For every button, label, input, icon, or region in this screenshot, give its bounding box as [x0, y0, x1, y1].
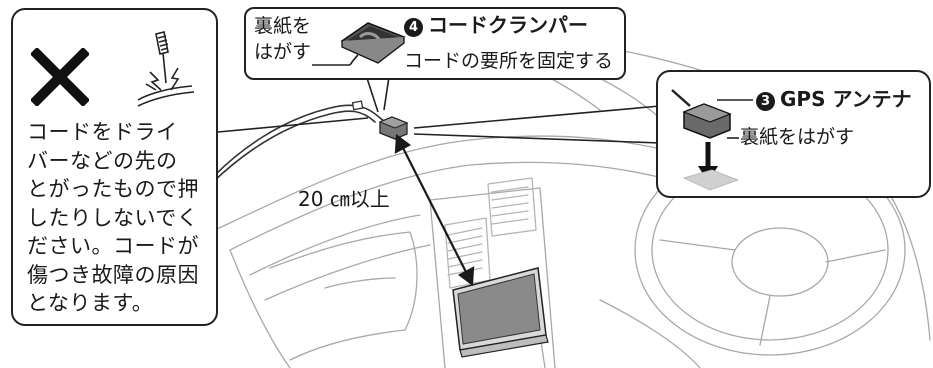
- warning-text: コードをドライ バーなどの先の とがったもので押 したりしないでく ださい。コー…: [27, 120, 199, 315]
- peel-arrow-icon: [312, 54, 359, 66]
- prohibited-x-icon: [31, 48, 89, 106]
- cord-clamper-callout: 裏紙を はがす 4 コードクランパー コードの要所を固定する: [244, 7, 626, 80]
- gps-antenna-icon: [671, 89, 740, 191]
- distance-label: 20 ㎝以上: [298, 187, 390, 211]
- gps-antenna-installed: [378, 116, 409, 140]
- gps-peel-label: 裏紙をはがす: [740, 126, 855, 148]
- clamper-peel-label: 裏紙を はがす: [254, 15, 312, 63]
- warning-callout: コードをドライ バーなどの先の とがったもので押 したりしないでく ださい。コー…: [11, 8, 218, 326]
- clamper-number-badge: 4: [404, 18, 423, 37]
- clamper-title-text: コードクランパー: [428, 13, 588, 37]
- clamper-title: 4 コードクランパー: [404, 14, 588, 37]
- gps-title-text: GPS アンテナ: [780, 87, 912, 111]
- screwdriver-cord-damage-icon: [137, 31, 195, 107]
- clamper-description: コードの要所を固定する: [404, 50, 614, 72]
- gps-title: 3 GPS アンテナ: [756, 88, 912, 111]
- navigation-display-unit: [452, 267, 549, 358]
- gps-leader-lines: [717, 99, 753, 139]
- cord-clamper-icon: [340, 22, 406, 64]
- distance-arrow: [394, 133, 475, 287]
- gps-antenna-callout: 3 GPS アンテナ 裏紙をはがす: [656, 70, 931, 198]
- gps-number-badge: 3: [756, 92, 775, 111]
